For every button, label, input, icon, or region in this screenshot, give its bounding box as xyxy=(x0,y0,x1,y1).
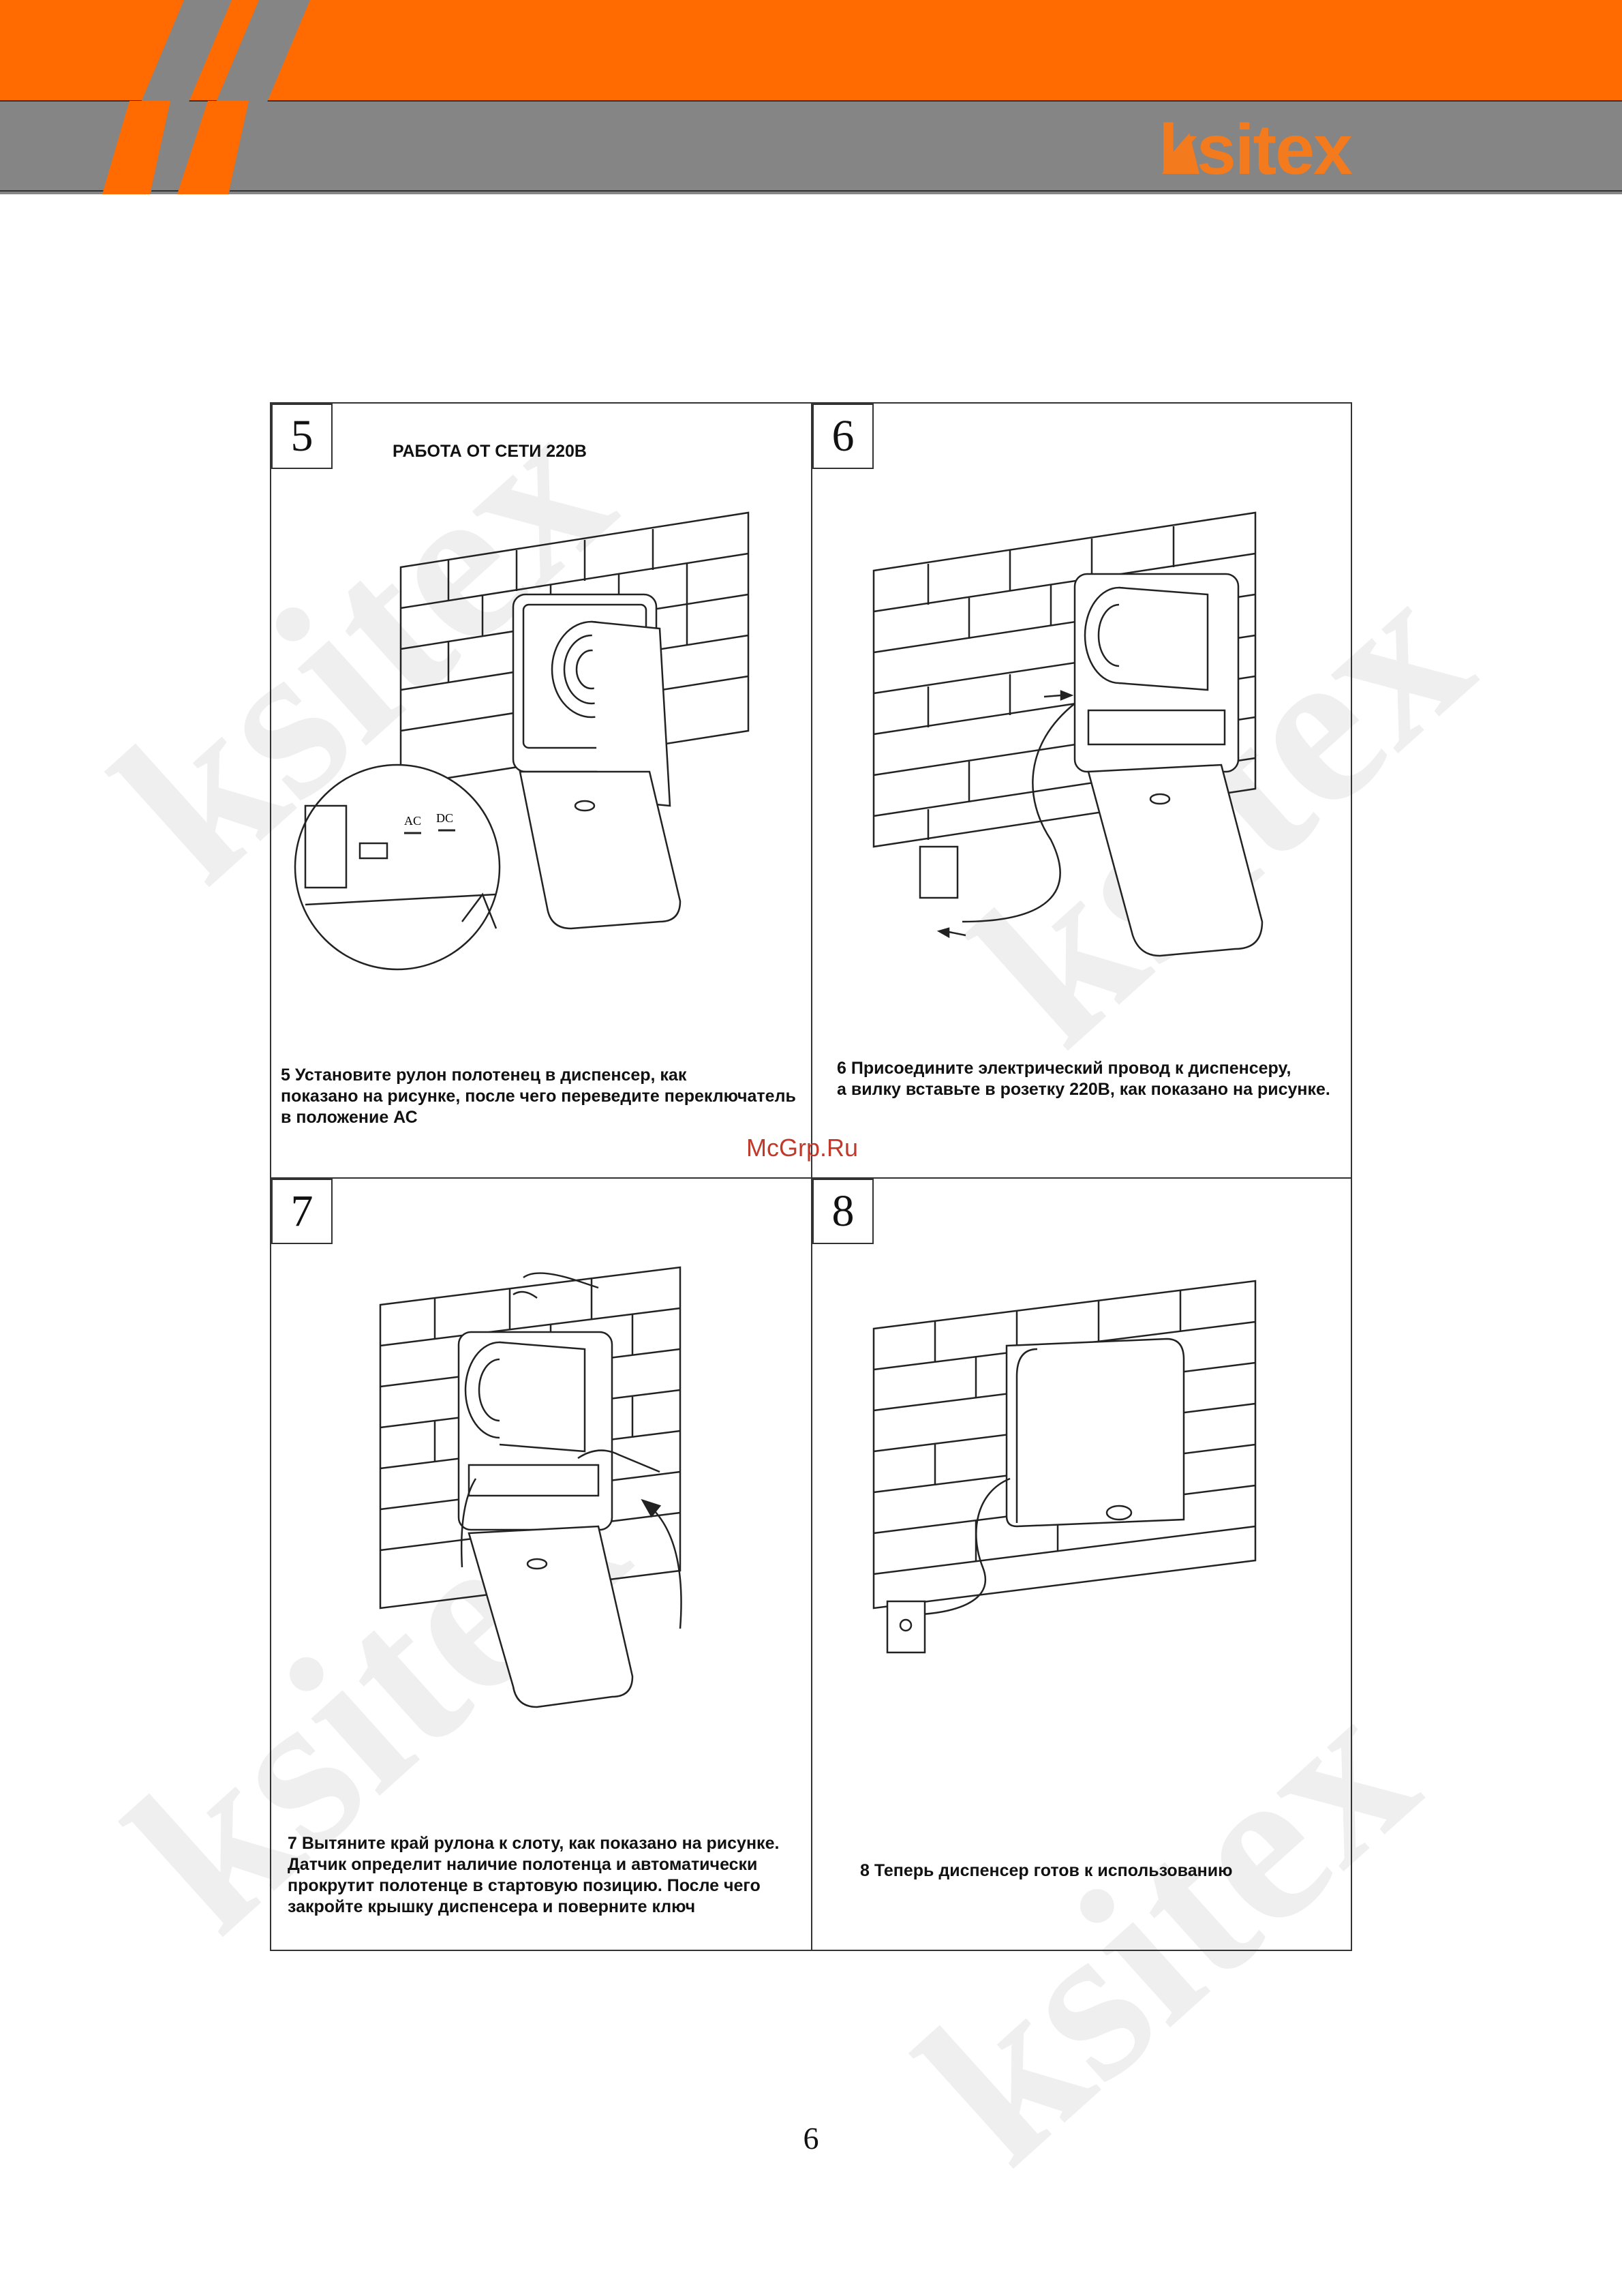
grid-divider-horizontal xyxy=(271,1177,1351,1179)
instruction-grid: 5 РАБОТА ОТ СЕТИ 220В xyxy=(270,402,1352,1951)
step-number: 5 xyxy=(271,404,333,469)
source-watermark: McGrp.Ru xyxy=(746,1134,859,1162)
ready-dispenser-illustration xyxy=(872,1280,1257,1654)
switch-label-ac: AC xyxy=(404,814,421,828)
step-8-panel: 8 8 Теперь диспенсе xyxy=(812,1179,1353,1952)
power-connection-illustration xyxy=(872,511,1264,957)
dispenser-install-illustration: AC DC xyxy=(294,511,750,971)
step-number: 8 xyxy=(812,1179,874,1244)
header-banner xyxy=(0,0,1622,194)
step-caption: 5 Установите рулон полотенец в диспенсер… xyxy=(281,1066,796,1127)
step-6-panel: 6 xyxy=(812,404,1353,1177)
step-title: РАБОТА ОТ СЕТИ 220В xyxy=(393,442,587,461)
step-5-panel: 5 РАБОТА ОТ СЕТИ 220В xyxy=(271,404,811,1177)
page-number: 6 xyxy=(803,2121,819,2156)
brand-logo: ksitex xyxy=(1159,110,1353,190)
step-number: 7 xyxy=(271,1179,333,1244)
step-number: 6 xyxy=(812,404,874,469)
page-header: ksitex xyxy=(0,0,1622,194)
step-caption: 6 Присоедините электрический провод к ди… xyxy=(837,1059,1330,1099)
grid-divider-vertical xyxy=(811,404,812,1950)
switch-label-dc: DC xyxy=(436,811,453,825)
step-7-panel: 7 xyxy=(271,1179,811,1952)
towel-feed-illustration xyxy=(379,1266,682,1708)
step-caption: 8 Теперь диспенсер готов к использованию xyxy=(860,1861,1233,1880)
step-caption: 7 Вытяните край рулона к слоту, как пока… xyxy=(288,1834,780,1916)
